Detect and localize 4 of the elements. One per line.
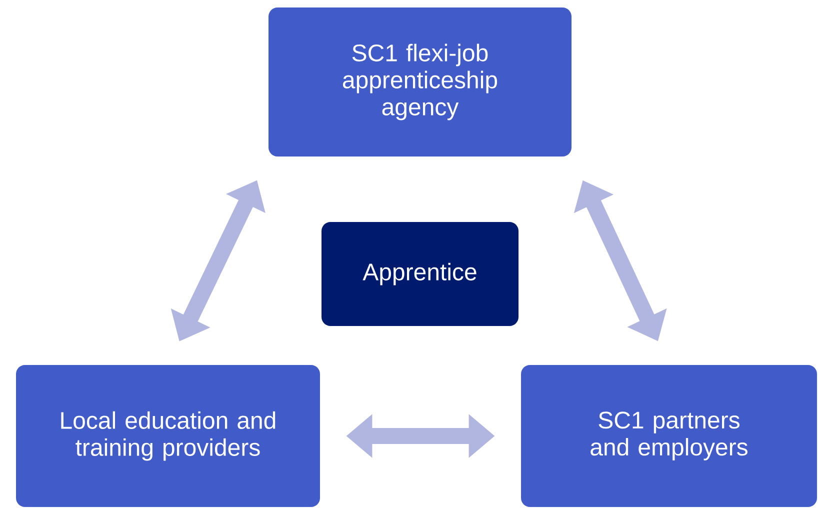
process-box: Local education and training providers [16, 365, 320, 507]
process-box: SC1 partners and employers [521, 365, 818, 507]
process-box: SC1 flexi-job apprenticeship agency [268, 8, 572, 156]
center-box: Apprentice [322, 222, 518, 326]
